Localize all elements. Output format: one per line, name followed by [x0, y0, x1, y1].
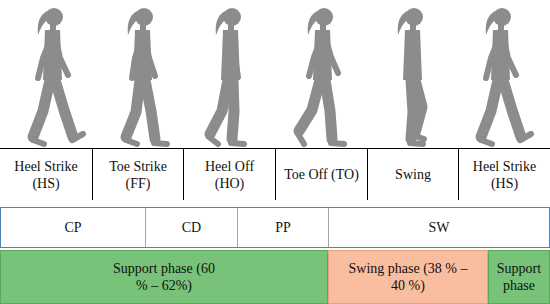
node-label: Toe Off (TO): [284, 166, 359, 183]
gait-event-cell: Heel Strike (HS): [458, 149, 550, 200]
gait-event-cell: Toe Strike (FF): [92, 149, 183, 200]
node-label: Heel Strike (HS): [8, 158, 84, 192]
walker-figure: [298, 8, 344, 144]
phase-band: Support phase (60 % – 62%): [0, 250, 328, 304]
walker-figure: [209, 8, 244, 144]
node-label: Swing: [395, 166, 431, 183]
node-label: Heel Off (HO): [192, 158, 267, 192]
node-label: Heel Strike (HS): [467, 158, 542, 192]
walker-figure: [33, 8, 83, 144]
gait-period-cell: CD: [145, 208, 237, 247]
walker-figure: [126, 8, 167, 144]
walker-figure: [481, 8, 531, 144]
node-label: Toe Strike (FF): [101, 158, 176, 192]
node-label: CD: [182, 219, 201, 236]
gait-period-cell: SW: [328, 208, 549, 247]
walker-figure: [398, 8, 424, 144]
phase-band: Support phase: [488, 250, 550, 304]
gait-period-cell: CP: [1, 208, 145, 247]
node-label: SW: [429, 219, 450, 236]
node-label: PP: [275, 219, 291, 236]
period-frame: [1, 208, 550, 248]
gait-event-cell: Heel Off (HO): [183, 149, 275, 200]
gait-event-cell: Heel Strike (HS): [0, 149, 92, 200]
gait-period-cell: PP: [237, 208, 328, 247]
node-label: CP: [64, 219, 81, 236]
node-label: Support phase: [491, 260, 547, 294]
gait-event-cell: Toe Off (TO): [275, 149, 367, 200]
node-label: Support phase (60 % – 62%): [109, 260, 219, 294]
gait-event-cell: Swing: [367, 149, 458, 200]
node-label: Swing phase (38 % – 40 %): [348, 260, 468, 294]
phase-band: Swing phase (38 % – 40 %): [328, 250, 488, 304]
